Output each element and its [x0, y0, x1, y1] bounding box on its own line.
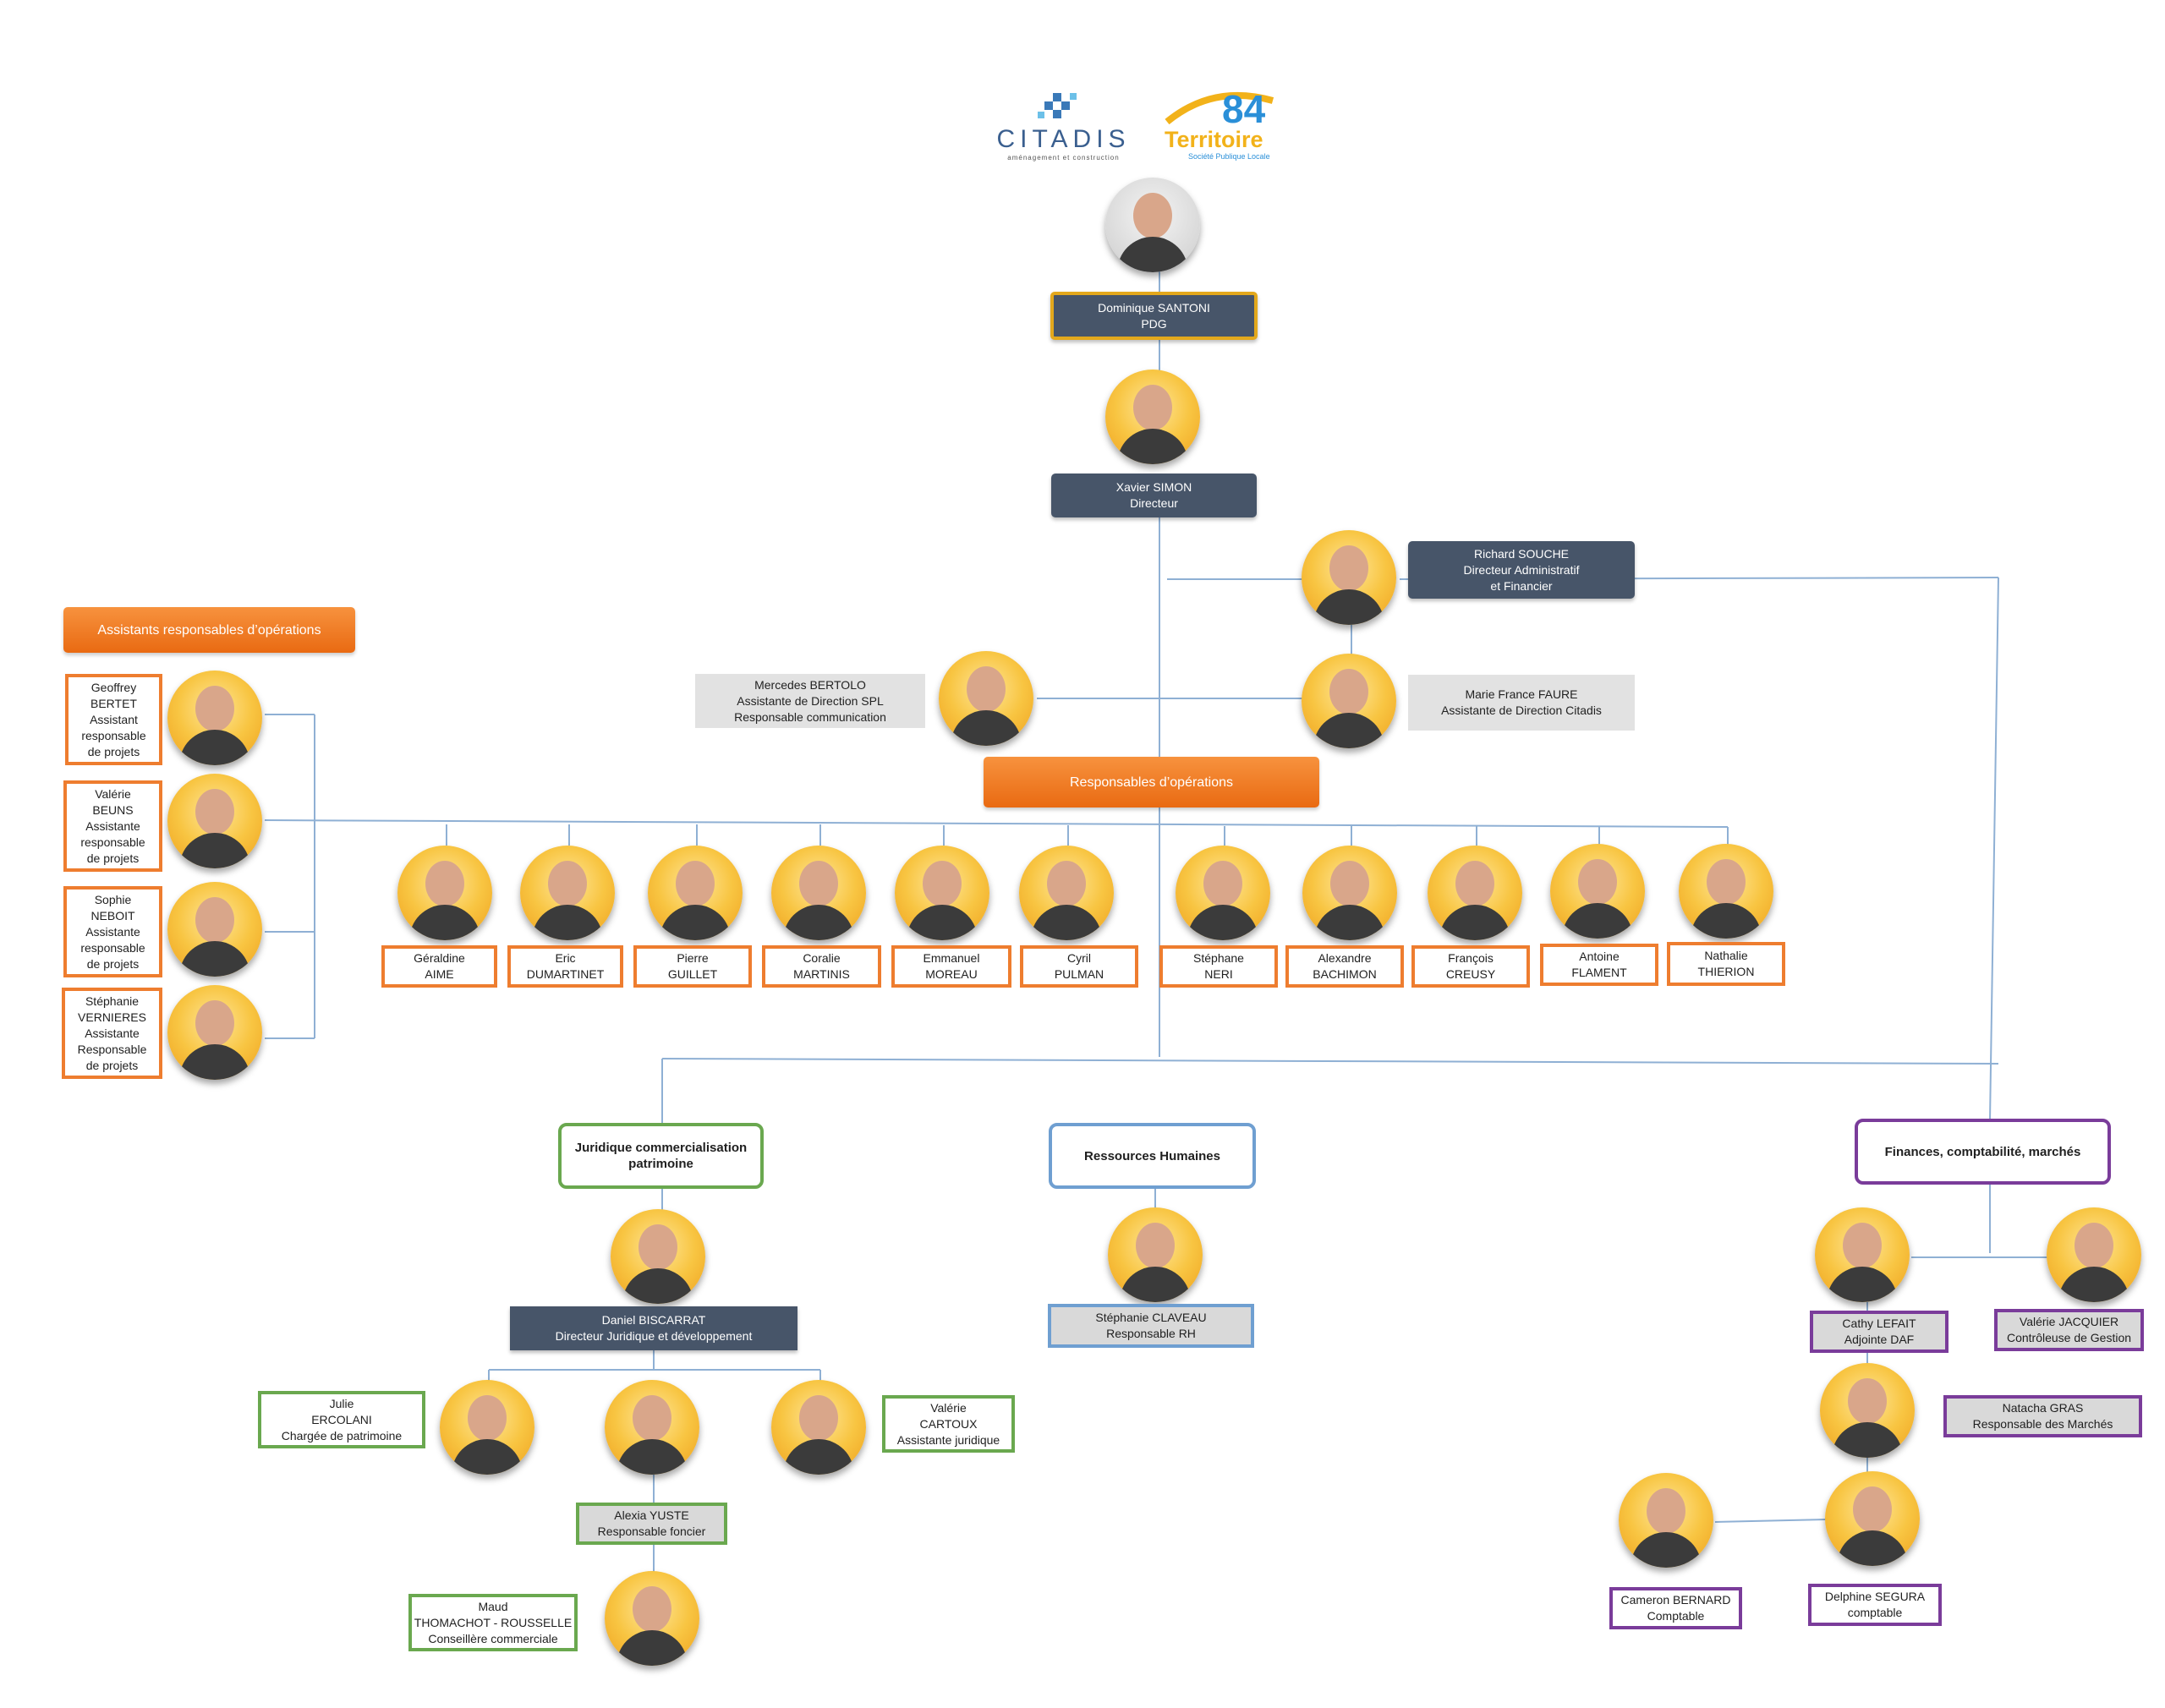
avatar-stephanie-claveau [1108, 1207, 1203, 1302]
avatar-eric-dumartinet [520, 846, 615, 940]
avatar-emmanuel-moreau [895, 846, 989, 940]
avatar-natacha-gras [1820, 1363, 1915, 1458]
avatar-cyril-pulman [1019, 846, 1114, 940]
territoire-84-logo: 84 Territoire Société Publique Locale [1163, 87, 1298, 166]
avatar-marie-france-faure [1302, 654, 1396, 748]
avatar-valerie-jacquier [2047, 1207, 2141, 1302]
avatar-valerie-cartoux [771, 1380, 866, 1475]
avatar-valerie-beuns [167, 774, 262, 868]
finances-heading: Finances, comptabilité, marchés [1855, 1119, 2111, 1185]
citadis-tagline: aménagement et construction [1007, 154, 1120, 161]
territoire-name: Territoire [1165, 127, 1263, 152]
avatar-coralie-martinis [771, 846, 866, 940]
territoire-tagline: Société Publique Locale [1188, 152, 1270, 161]
avatar-alexandre-bachimon [1302, 846, 1397, 940]
assistants-heading: Assistants responsables d’opérations [63, 607, 355, 653]
avatar-stephanie-vernieres [167, 985, 262, 1080]
avatar-geraldine-aime [397, 846, 492, 940]
avatar-xavier-simon [1105, 370, 1200, 464]
avatar-antoine-flament [1550, 844, 1645, 939]
avatar-sophie-neboit [167, 882, 262, 977]
rh-heading: Ressources Humaines [1049, 1123, 1256, 1189]
avatar-richard-souche [1302, 530, 1396, 625]
avatar-francois-creusy [1428, 846, 1522, 940]
avatar-dominique-santoni [1105, 178, 1200, 272]
avatar-cathy-lefait [1815, 1207, 1910, 1302]
territoire-number: 84 [1222, 87, 1266, 131]
avatar-nathalie-thierion [1679, 844, 1773, 939]
avatar-maud-thomachot-rousselle [605, 1571, 699, 1666]
avatar-geoffrey-bertet [167, 671, 262, 765]
responsables-heading: Responsables d’opérations [984, 757, 1319, 807]
avatar-delphine-segura [1825, 1471, 1920, 1566]
citadis-name: CITADIS [996, 125, 1131, 153]
avatar-alexia-yuste [605, 1380, 699, 1475]
avatar-cameron-bernard [1619, 1473, 1713, 1568]
avatar-mercedes-bertolo [939, 651, 1033, 746]
avatar-julie-ercolani [440, 1380, 534, 1475]
avatar-stephane-neri [1176, 846, 1270, 940]
avatar-daniel-biscarrat [611, 1209, 705, 1304]
citadis-logo: CITADIS aménagement et construction [985, 86, 1142, 162]
avatar-pierre-guillet [648, 846, 743, 940]
